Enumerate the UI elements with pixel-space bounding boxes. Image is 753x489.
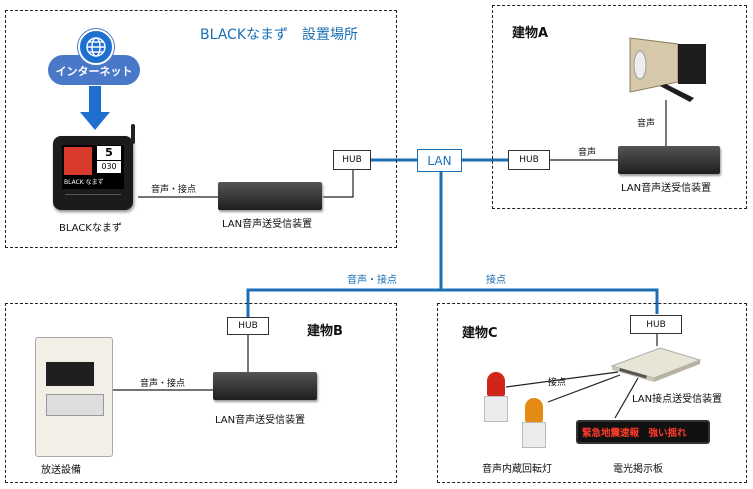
screen-time: 030	[97, 161, 121, 173]
building-b-title: 建物B	[307, 324, 343, 339]
lan-branch-left-label: 音声・接点	[347, 275, 397, 286]
site-transceiver	[218, 182, 322, 210]
lan-box: LAN	[417, 149, 462, 172]
led-board-label: 電光掲示板	[613, 464, 663, 475]
site-link-label: 音声・接点	[151, 185, 197, 195]
device-buttons	[65, 194, 121, 203]
building-c-box	[437, 303, 747, 483]
building-b-transceiver	[213, 372, 317, 400]
building-c-hub: HUB	[630, 315, 682, 334]
japan-map	[64, 147, 92, 175]
rotating-lamp-label: 音声内蔵回転灯	[482, 464, 552, 475]
lan-branch-right-label: 接点	[486, 275, 506, 286]
building-a-title: 建物A	[512, 26, 549, 41]
screen-number: 5	[97, 146, 121, 160]
led-board: 緊急地震速報 強い揺れ	[576, 420, 710, 444]
broadcast-equipment	[35, 337, 113, 457]
hub-to-transceiver-site	[323, 170, 354, 198]
building-a-box	[492, 5, 747, 209]
building-a-link-label: 音声	[578, 148, 597, 158]
antenna	[131, 124, 135, 144]
site-box	[5, 10, 397, 248]
horn-speaker	[620, 30, 716, 102]
blacknamazu-device: 5 030 BLACK なまず	[53, 136, 133, 210]
blacknamazu-label: BLACKなまず	[59, 223, 122, 234]
building-a-transceiver	[618, 146, 720, 174]
rotating-lamp-yellow	[522, 398, 546, 448]
building-b-box	[5, 303, 397, 483]
contact-line-2	[547, 374, 621, 403]
building-c-transceiver-label: LAN接点送受信装置	[632, 394, 723, 405]
rotating-lamp-red	[484, 372, 508, 422]
building-a-transceiver-label: LAN音声送受信装置	[621, 183, 712, 194]
contact-line-1	[505, 371, 619, 388]
site-hub: HUB	[333, 150, 371, 170]
building-a-hub: HUB	[508, 150, 550, 170]
contact-line-3	[614, 377, 639, 419]
equipment-switch-row	[46, 394, 104, 416]
building-b-link-label: 音声・接点	[140, 379, 186, 389]
equipment-panel	[46, 362, 94, 386]
building-b-hub: HUB	[227, 317, 269, 335]
globe-icon	[78, 29, 114, 65]
device-screen: 5 030 BLACK なまず	[62, 145, 124, 189]
building-c-link-label: 接点	[548, 378, 567, 388]
building-b-transceiver-label: LAN音声送受信装置	[215, 415, 306, 426]
contact-transceiver	[606, 344, 706, 384]
down-arrow-icon	[80, 86, 110, 130]
led-board-text: 緊急地震速報 強い揺れ	[582, 428, 687, 439]
internet-label: インターネット	[55, 65, 133, 78]
site-title: BLACKなまず 設置場所	[200, 27, 359, 43]
building-c-title: 建物C	[462, 326, 498, 341]
site-transceiver-label: LAN音声送受信装置	[222, 219, 313, 230]
speaker-label: 音声	[637, 119, 656, 129]
screen-brand: BLACK なまず	[64, 179, 104, 186]
broadcast-equipment-label: 放送設備	[41, 465, 81, 476]
